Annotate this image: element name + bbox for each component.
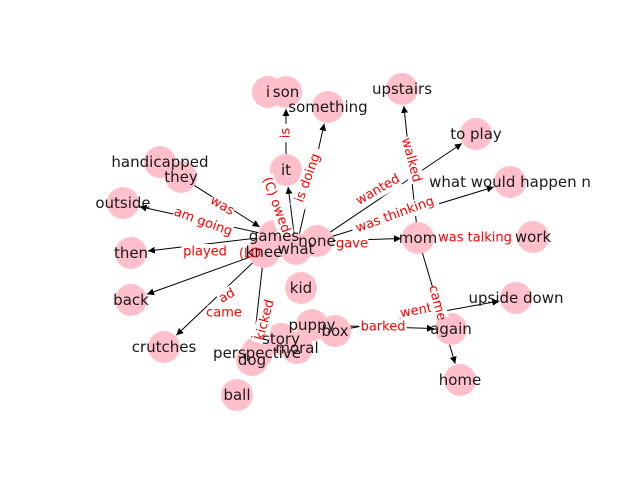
edge-label-bg bbox=[289, 146, 327, 210]
edge-knee-back bbox=[146, 253, 259, 296]
edge-label-bg bbox=[207, 305, 241, 321]
node-label-none: none bbox=[298, 232, 335, 250]
node-box bbox=[319, 315, 351, 347]
edge-label-bg bbox=[181, 244, 229, 260]
edge-label-none-to_play: wanted bbox=[353, 171, 402, 208]
node-label-upstairs: upstairs bbox=[372, 80, 432, 98]
node-it bbox=[270, 154, 302, 186]
node-label-what-would-happen: what would happen n bbox=[429, 173, 591, 191]
node-to-play bbox=[460, 118, 492, 150]
node-label-upside-down: upside down bbox=[468, 289, 563, 307]
edge-label-box-upside_down: went bbox=[399, 301, 433, 321]
edge-label-bg bbox=[359, 319, 407, 335]
node-label-work: work bbox=[515, 228, 552, 246]
edge-label-frag-lo: (LO bbox=[239, 247, 261, 262]
node-label-they: they bbox=[164, 168, 198, 186]
edge-label-puppy-again: barked bbox=[361, 320, 406, 335]
node-label-home: home bbox=[439, 371, 482, 389]
node-they bbox=[165, 161, 197, 193]
node-what bbox=[280, 233, 312, 265]
node-label-handicapped: handicapped bbox=[111, 153, 208, 171]
edge-label-bg bbox=[397, 135, 425, 185]
node-back bbox=[115, 284, 147, 316]
edge-label-bg bbox=[257, 173, 295, 237]
node-label-i: i bbox=[266, 83, 270, 101]
edge-label-bg bbox=[171, 203, 235, 241]
node-label-box: box bbox=[321, 322, 348, 340]
node-moral bbox=[281, 332, 313, 364]
node-mom bbox=[402, 222, 434, 254]
node-son bbox=[270, 76, 302, 108]
node-label-puppy: puppy bbox=[289, 316, 336, 334]
node-label-moral: moral bbox=[275, 339, 318, 357]
edge-label-bg bbox=[278, 123, 294, 143]
node-label-again: again bbox=[430, 320, 472, 338]
node-something bbox=[312, 91, 344, 123]
node-crutches bbox=[148, 331, 180, 363]
node-label-it: it bbox=[281, 161, 291, 179]
node-upside-down bbox=[500, 282, 532, 314]
edge-label-games-then: played bbox=[183, 245, 227, 260]
node-again bbox=[435, 313, 467, 345]
node-home bbox=[444, 364, 476, 396]
edge-label-bg bbox=[425, 285, 449, 321]
edge-label-bg bbox=[353, 171, 403, 209]
node-knee bbox=[248, 236, 280, 268]
node-label-story: story bbox=[262, 330, 300, 348]
edge-label-it-son: is bbox=[279, 128, 294, 139]
node-kid bbox=[285, 272, 317, 304]
nodes-layer bbox=[107, 73, 549, 411]
node-label-to-play: to play bbox=[450, 125, 502, 143]
node-work bbox=[517, 221, 549, 253]
node-label-then: then bbox=[114, 244, 148, 262]
edge-label-was-talking: was talking bbox=[438, 231, 512, 246]
edge-label-bg bbox=[215, 284, 239, 308]
node-what-would-happen bbox=[494, 166, 526, 198]
node-label-crutches: crutches bbox=[132, 338, 197, 356]
node-label-games: games bbox=[249, 227, 300, 245]
node-label-knee: knee bbox=[246, 243, 283, 261]
edge-label-bg bbox=[349, 192, 441, 238]
node-label-something: something bbox=[288, 98, 367, 116]
node-ball bbox=[221, 379, 253, 411]
node-label-ball: ball bbox=[223, 386, 250, 404]
node-then bbox=[115, 237, 147, 269]
edge-label-bg bbox=[398, 300, 434, 322]
edge-label-knee-crutches: came bbox=[206, 306, 242, 321]
node-label-outside: outside bbox=[95, 194, 150, 212]
node-label-what: what bbox=[278, 240, 315, 258]
node-label-perspective: perspective bbox=[213, 344, 301, 362]
node-outside bbox=[107, 187, 139, 219]
edge-label-bg bbox=[206, 192, 238, 220]
edge-label-none-mom: gave bbox=[336, 237, 368, 252]
node-upstairs bbox=[386, 73, 418, 105]
edge-label-mom-upstairs: walked bbox=[398, 136, 424, 184]
node-label-kid: kid bbox=[290, 279, 312, 297]
node-label-mom: mom bbox=[399, 229, 437, 247]
edge-label-knee-back: ad bbox=[216, 285, 238, 306]
node-label-son: son bbox=[273, 83, 300, 101]
edge-games-then bbox=[147, 236, 269, 254]
node-dog bbox=[236, 344, 268, 376]
edge-label-bg bbox=[251, 295, 279, 345]
edge-label-bg bbox=[335, 236, 369, 252]
node-label-back: back bbox=[113, 291, 149, 309]
node-label-dog: dog bbox=[238, 351, 266, 369]
